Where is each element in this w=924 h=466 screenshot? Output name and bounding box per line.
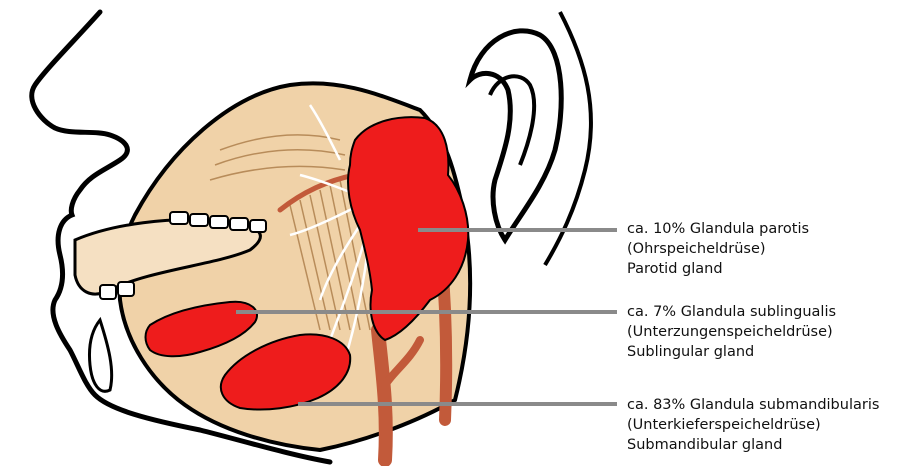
sublingualis-label: ca. 7% Glandula sublingualis (Unterzunge… <box>627 302 836 362</box>
ear <box>470 31 561 240</box>
mandible-bone <box>89 320 111 391</box>
sublingualis-label-line3: Sublingular gland <box>627 342 836 362</box>
parotis-label-line2: (Ohrspeicheldrüse) <box>627 239 809 259</box>
parotis-label-line3: Parotid gland <box>627 259 809 279</box>
parotis-label: ca. 10% Glandula parotis (Ohrspeicheldrü… <box>627 219 809 279</box>
sublingualis-label-line2: (Unterzungenspeicheldrüse) <box>627 322 836 342</box>
submandibularis-label: ca. 83% Glandula submandibularis (Unterk… <box>627 395 879 455</box>
submandibularis-label-line2: (Unterkieferspeicheldrüse) <box>627 415 879 435</box>
submandibularis-label-line3: Submandibular gland <box>627 435 879 455</box>
sublingualis-label-line1: ca. 7% Glandula sublingualis <box>627 302 836 322</box>
submandibularis-label-line1: ca. 83% Glandula submandibularis <box>627 395 879 415</box>
parotis-label-line1: ca. 10% Glandula parotis <box>627 219 809 239</box>
